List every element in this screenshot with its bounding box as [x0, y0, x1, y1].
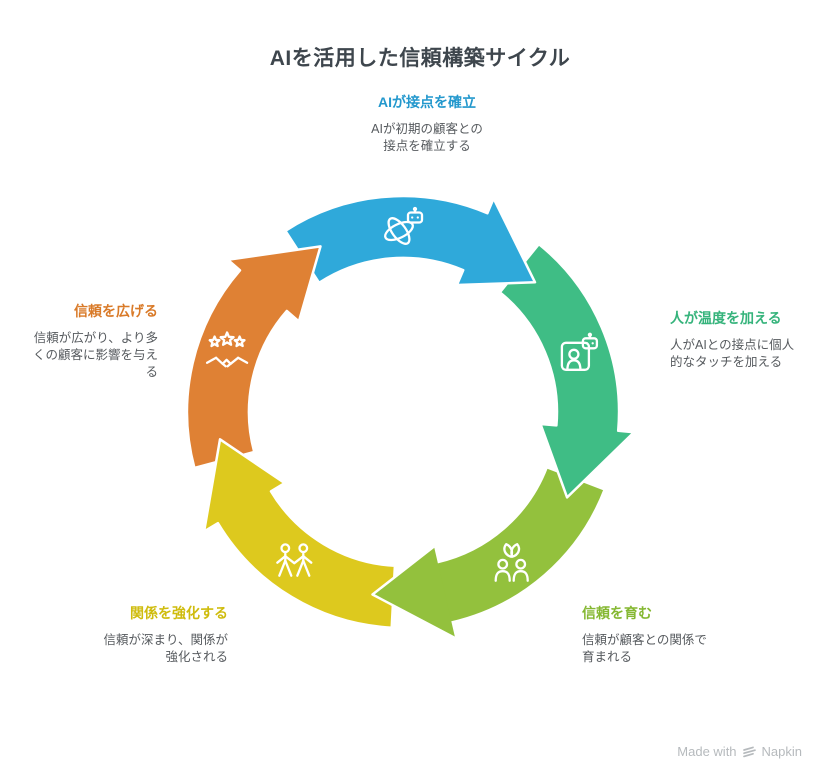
- step-title: 信頼を育む: [582, 605, 652, 621]
- step-description: 信頼が広がり、より多くの顧客に影響を与える: [32, 331, 158, 379]
- step-description: 信頼が深まり、関係が強化される: [103, 633, 228, 664]
- growing-relationship-icon: [494, 543, 529, 582]
- portrait-robot-icon: [560, 332, 599, 371]
- step-description: 信頼が顧客との関係で育まれる: [582, 633, 707, 664]
- page-title: AIを活用した信頼構築サイクル: [269, 47, 571, 70]
- step-description: 人がAIとの接点に個人的なタッチを加える: [670, 338, 795, 369]
- step-label-nurture-trust: 信頼を育む 信頼が顧客との関係で育まれる: [582, 603, 722, 666]
- step-label-expand-trust: 信頼を広げる 信頼が広がり、より多くの顧客に影響を与える: [26, 301, 158, 381]
- people-together-icon: [276, 543, 313, 577]
- stars-handshake-icon: [205, 331, 249, 368]
- step-description: AIが初期の顧客との接点を確立する: [371, 122, 483, 153]
- step-label-ai-contact: AIが接点を確立 AIが初期の顧客との接点を確立する: [342, 92, 512, 155]
- brand-text: Napkin: [761, 744, 802, 759]
- step-label-strengthen-relationship: 関係を強化する 信頼が深まり、関係が強化される: [96, 603, 228, 666]
- step-title: 人が温度を加える: [670, 310, 782, 326]
- cycle-segment-strengthen-relationship: [202, 438, 397, 629]
- cycle-segment-nurture-trust-arrowhead: [371, 545, 456, 640]
- made-with-text: Made with: [677, 744, 737, 759]
- step-title: 信頼を広げる: [74, 303, 158, 319]
- atom-robot-icon: [384, 206, 424, 245]
- napkin-logo-icon: [742, 746, 756, 757]
- step-title: 関係を強化する: [130, 605, 228, 621]
- cycle-segment-expand-trust: [185, 245, 322, 470]
- made-with-napkin: Made with Napkin: [677, 744, 802, 759]
- step-title: AIが接点を確立: [378, 94, 476, 110]
- step-label-human-warmth: 人が温度を加える 人がAIとの接点に個人的なタッチを加える: [670, 308, 810, 371]
